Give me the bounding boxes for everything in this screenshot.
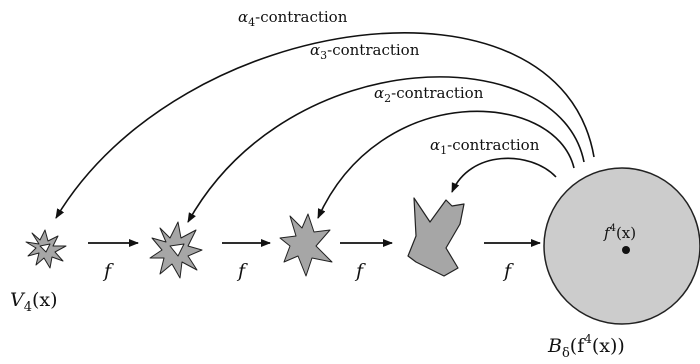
f-label-4: f [502, 260, 514, 282]
center-label: f4(x) [603, 223, 636, 242]
v4-label: V4(x) [10, 289, 58, 315]
shape-2 [149, 221, 203, 279]
center-point [622, 246, 630, 254]
shape-4 [407, 197, 465, 277]
arc-alpha2 [317, 110, 575, 219]
ball-b-delta [543, 167, 700, 325]
arc-alpha3 [187, 76, 585, 223]
arc-alpha1 [451, 157, 557, 193]
alpha1-label: α1-contraction [430, 136, 540, 157]
shape-3 [279, 213, 333, 277]
shape-v4 [25, 229, 67, 269]
alpha3-label: α3-contraction [310, 41, 420, 62]
alpha2-label: α2-contraction [374, 84, 484, 105]
alpha4-label: α4-contraction [238, 8, 348, 29]
f-label-1: f [102, 260, 114, 282]
f-label-3: f [354, 260, 366, 282]
arc-alpha4 [55, 32, 595, 219]
f-label-2: f [236, 260, 248, 282]
ball-label: Bδ(f4(x)) [547, 332, 625, 361]
